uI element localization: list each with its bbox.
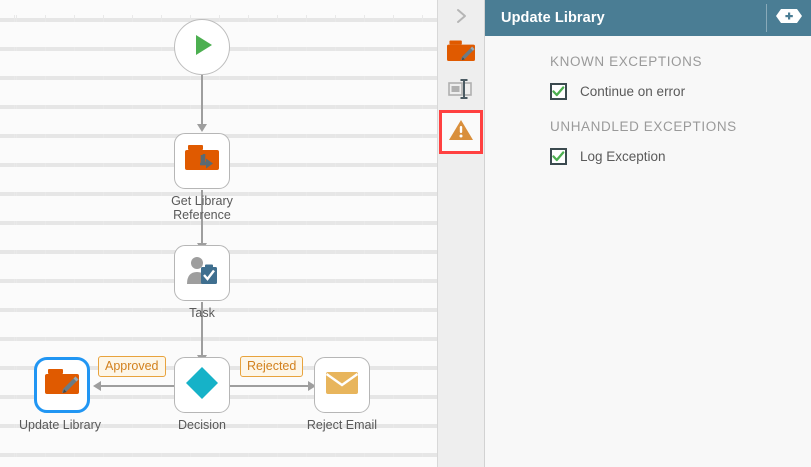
envelope-icon bbox=[325, 370, 359, 401]
node-update-library-label: Update Library bbox=[19, 418, 101, 432]
folder-edit-icon bbox=[44, 366, 80, 405]
header-divider bbox=[766, 4, 767, 32]
panel-header: Update Library bbox=[485, 0, 811, 36]
strip-item-exceptions[interactable] bbox=[439, 110, 483, 154]
arrow-decision-to-rejectemail bbox=[308, 381, 316, 391]
node-reject-email-shape[interactable] bbox=[314, 357, 370, 413]
node-start-shape[interactable] bbox=[174, 19, 230, 75]
play-icon bbox=[187, 30, 217, 65]
user-task-icon bbox=[184, 254, 220, 293]
label-line-2: Reference bbox=[173, 208, 231, 222]
node-reject-email[interactable]: Reject Email bbox=[307, 357, 402, 432]
workflow-canvas[interactable]: Approved Rejected bbox=[0, 0, 437, 467]
continue-on-error-label: Continue on error bbox=[580, 84, 686, 99]
node-decision-label: Decision bbox=[178, 418, 226, 432]
panel-body: KNOWN EXCEPTIONS Continue on error UNHAN… bbox=[485, 36, 811, 165]
chevron-right-icon bbox=[452, 7, 470, 30]
expand-collapse-button[interactable] bbox=[438, 0, 484, 36]
option-log-exception[interactable]: Log Exception bbox=[485, 134, 811, 165]
node-update-library[interactable]: Update Library bbox=[19, 357, 120, 432]
node-task-label: Task bbox=[189, 306, 215, 320]
edge-badge-rejected: Rejected bbox=[240, 356, 304, 377]
option-continue-on-error[interactable]: Continue on error bbox=[485, 69, 811, 100]
panel-icon-strip bbox=[437, 0, 485, 467]
strip-item-folder-edit[interactable] bbox=[438, 36, 484, 73]
node-start[interactable] bbox=[174, 19, 230, 75]
add-button[interactable] bbox=[775, 8, 803, 29]
add-icon bbox=[775, 8, 803, 29]
warning-icon bbox=[448, 118, 474, 147]
connector-getlibrary-to-task bbox=[201, 190, 203, 245]
arrow-decision-to-updatelibrary bbox=[93, 381, 101, 391]
node-decision[interactable]: Decision bbox=[174, 357, 262, 432]
node-decision-shape[interactable] bbox=[174, 357, 230, 413]
strip-item-properties[interactable] bbox=[438, 73, 484, 110]
arrow-start-to-getlibrary bbox=[197, 124, 207, 132]
edge-badge-approved: Approved bbox=[98, 356, 166, 377]
log-exception-label: Log Exception bbox=[580, 149, 666, 164]
continue-on-error-checkbox[interactable] bbox=[550, 83, 567, 100]
connector-task-to-decision bbox=[201, 302, 203, 358]
connector-start-to-getlibrary bbox=[201, 75, 203, 125]
label-line-1: Get Library bbox=[171, 194, 233, 208]
node-update-library-shape[interactable] bbox=[34, 357, 90, 413]
diamond-icon bbox=[183, 364, 221, 407]
section-heading-known-exceptions: KNOWN EXCEPTIONS bbox=[550, 54, 703, 69]
folder-edit-icon bbox=[446, 38, 476, 71]
connector-decision-to-updatelibrary bbox=[100, 385, 175, 387]
node-task-shape[interactable] bbox=[174, 245, 230, 301]
node-get-library-reference-shape[interactable] bbox=[174, 133, 230, 189]
properties-panel: Update Library KNOWN EXCEPTIONS bbox=[485, 0, 811, 467]
node-task[interactable]: Task bbox=[174, 245, 262, 320]
node-reject-email-label: Reject Email bbox=[306, 418, 378, 432]
folder-arrow-icon bbox=[184, 142, 220, 181]
properties-icon bbox=[448, 78, 474, 105]
section-spacer bbox=[485, 100, 811, 119]
connector-decision-to-rejectemail bbox=[229, 385, 311, 387]
log-exception-checkbox[interactable] bbox=[550, 148, 567, 165]
section-heading-unhandled-exceptions: UNHANDLED EXCEPTIONS bbox=[550, 119, 737, 134]
panel-title: Update Library bbox=[501, 10, 605, 26]
